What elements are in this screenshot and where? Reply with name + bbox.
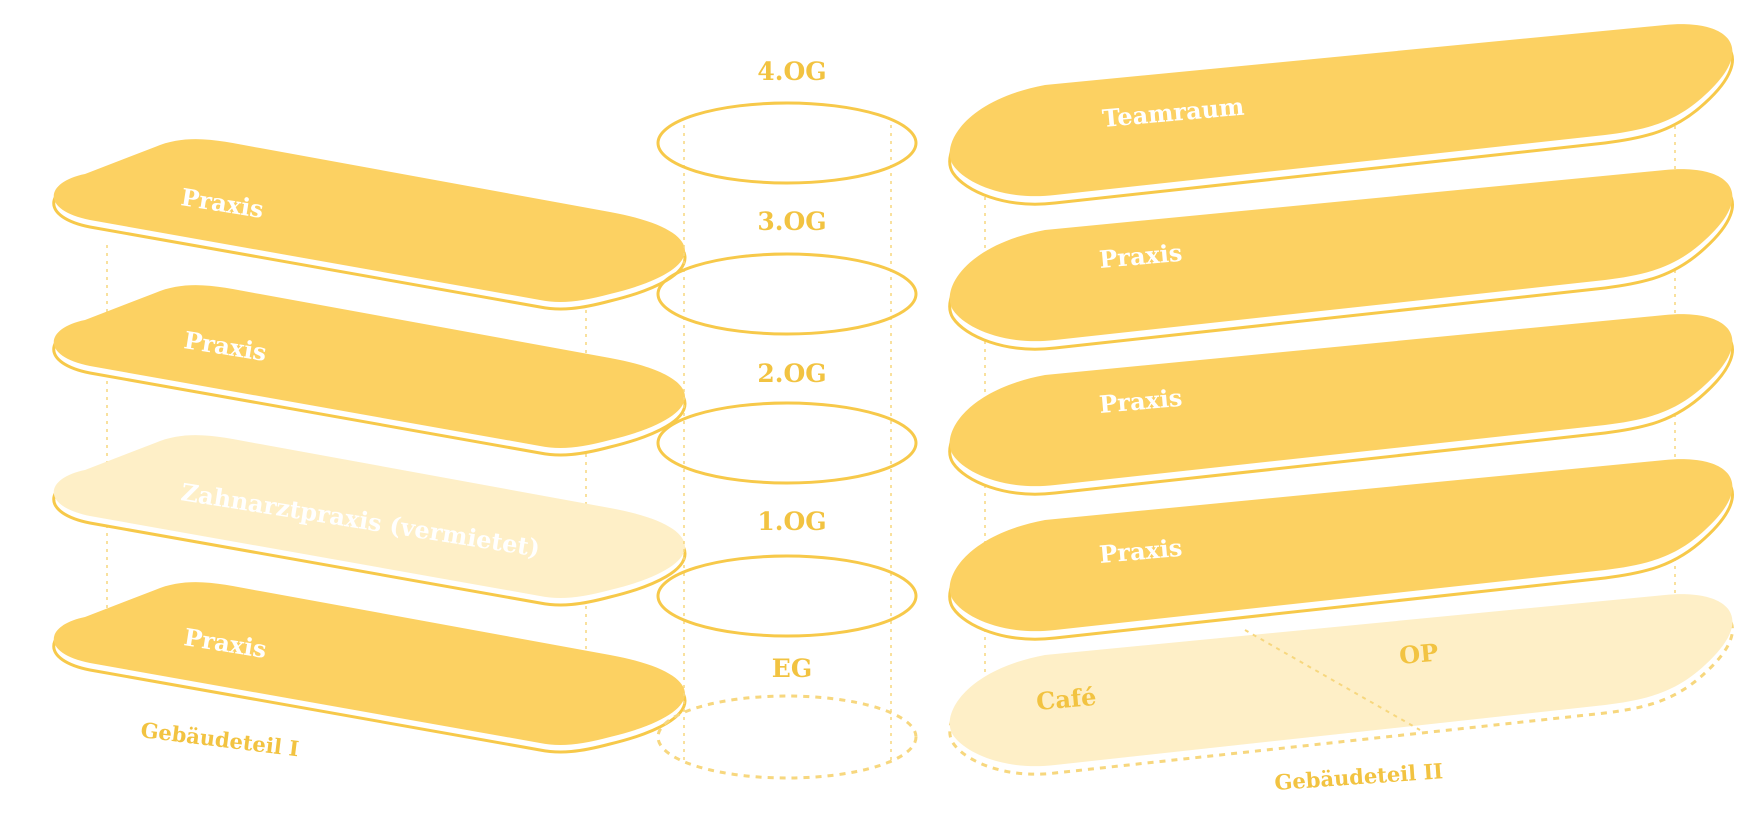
level-2og: 2.OG [656,359,918,485]
svg-text:2.OG: 2.OG [757,359,826,388]
left-floor-4 [52,139,687,311]
left-floor-3 [52,285,687,457]
level-eg: EG [656,654,918,780]
left-building-name: Gebäudeteil I [139,717,300,761]
level-4og: 4.OG [656,57,918,185]
left-building-guides [106,245,587,660]
right-floor-1-label: Praxis [1098,533,1183,569]
right-building-name: Gebäudeteil II [1274,758,1444,795]
right-floor-3-label: Praxis [1098,238,1183,274]
level-1og: 1.OG [656,507,918,638]
svg-text:1.OG: 1.OG [757,507,826,536]
svg-text:4.OG: 4.OG [757,57,826,86]
svg-text:EG: EG [772,654,812,683]
svg-text:3.OG: 3.OG [757,207,826,236]
right-ground-cafe-label: Café [1035,682,1098,716]
right-ground-op-label: OP [1398,638,1439,670]
right-ground-floor [948,594,1734,776]
level-3og: 3.OG [656,207,918,336]
right-floor-2-label: Praxis [1098,383,1183,419]
level-column-guides [683,125,892,760]
